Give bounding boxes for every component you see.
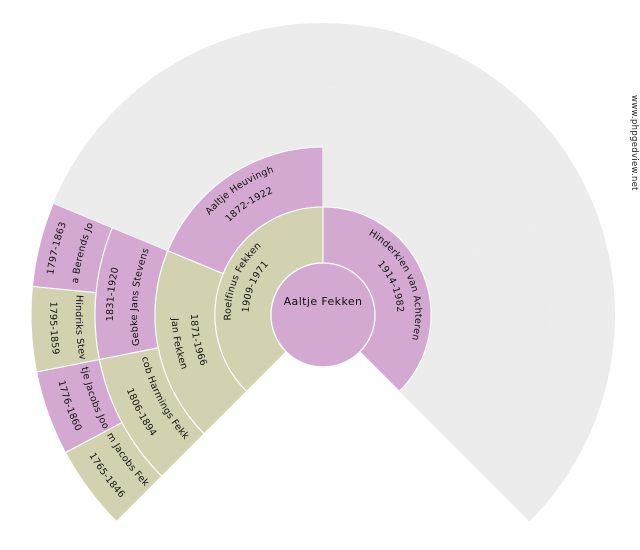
fan-segment-empty (112, 125, 230, 251)
fan-segment-empty (416, 125, 534, 251)
fan-segment-empty (323, 87, 450, 176)
fan-segment-empty (399, 250, 491, 434)
fan-segment-empty (196, 87, 323, 176)
watermark-text: www.phpgedview.net (629, 95, 639, 191)
fan-segment-empty (53, 22, 616, 522)
center-person-name: Aaltje Fekken (284, 295, 363, 308)
segments-layer (30, 22, 616, 523)
fan-segment-empty (478, 227, 551, 360)
fan-segment-empty (441, 347, 547, 477)
fan-segment-label: 1795-1859 (47, 301, 61, 355)
fan-segment-empty (323, 147, 479, 274)
center-layer: Aaltje Fekken (270, 262, 376, 368)
center-person-circle[interactable] (270, 262, 376, 368)
fan-segment-person[interactable] (30, 285, 101, 373)
